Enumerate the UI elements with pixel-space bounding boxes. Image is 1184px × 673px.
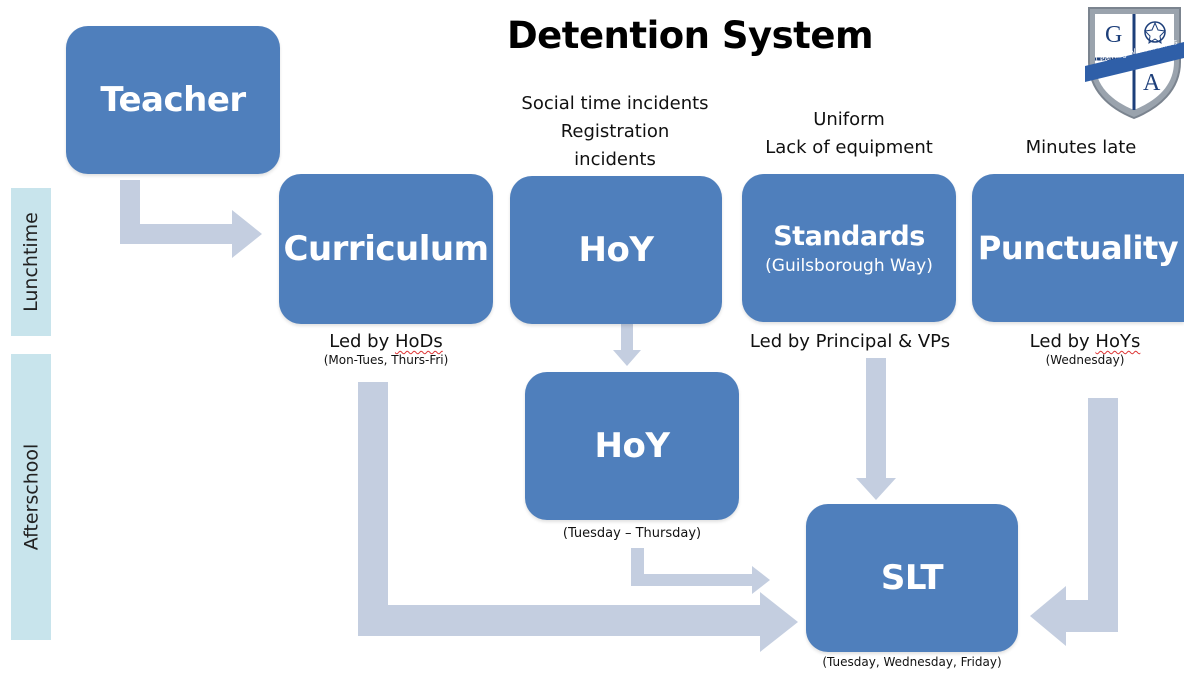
- slt-note: (Tuesday, Wednesday, Friday): [790, 655, 1034, 669]
- lunchtime-band: Lunchtime: [11, 188, 51, 336]
- curriculum-led-prefix: Led by: [329, 331, 395, 352]
- hoy-afterschool-label: HoY: [594, 426, 670, 466]
- arrow-standards-to-slt: [856, 358, 896, 500]
- punctuality-led-prefix: Led by: [1029, 331, 1096, 352]
- teacher-label: Teacher: [100, 80, 246, 120]
- standards-label: Standards: [773, 220, 925, 252]
- standards-led: Led by Principal & VPs: [749, 331, 951, 352]
- punctuality-category-line: Minutes late: [1025, 137, 1137, 158]
- punctuality-days: (Wednesday): [1045, 353, 1125, 367]
- curriculum-note: Led by HoDs (Mon-Tues, Thurs-Fri): [284, 331, 488, 367]
- slt-label: SLT: [880, 558, 944, 598]
- curriculum-days: (Mon-Tues, Thurs-Fri): [323, 353, 449, 367]
- standards-sublabel: (Guilsborough Way): [765, 255, 933, 276]
- logo-letter-a: A: [1143, 70, 1161, 96]
- hoy-afterschool-box: HoY: [525, 372, 739, 520]
- punctuality-label: Punctuality: [977, 229, 1179, 267]
- slt-box: SLT: [806, 504, 1018, 652]
- arrow-punctuality-to-slt: [1030, 398, 1118, 646]
- slt-days: (Tuesday, Wednesday, Friday): [822, 655, 1002, 669]
- standards-category-line: Lack of equipment: [765, 137, 933, 158]
- standards-note: Led by Principal & VPs: [732, 331, 968, 352]
- arrow-curriculum-to-slt: [358, 382, 798, 652]
- arrow-teacher-to-curriculum: [120, 180, 262, 258]
- hoy-category-line: Registration: [560, 121, 670, 142]
- standards-category-line: Uniform: [813, 109, 885, 130]
- hoy-afterschool-days: (Tuesday – Thursday): [562, 526, 702, 541]
- page-title: Detention System: [506, 14, 874, 57]
- punctuality-box: Punctuality: [972, 174, 1184, 322]
- logo-letter-g: G: [1105, 22, 1122, 48]
- afterschool-band: Afterschool: [11, 354, 51, 640]
- arrow-hoy-down: [613, 324, 641, 366]
- hoy-lunchtime-box: HoY: [510, 176, 722, 324]
- curriculum-box: Curriculum: [279, 174, 493, 324]
- hoy-lunchtime-label: HoY: [578, 230, 654, 270]
- punctuality-led-role: HoYs: [1095, 331, 1141, 352]
- hoy-afterschool-note: (Tuesday – Thursday): [525, 525, 739, 541]
- standards-categories: Uniform Lack of equipment: [742, 106, 956, 162]
- hoy-category-line: incidents: [574, 149, 656, 170]
- punctuality-note: Led by HoYs (Wednesday): [990, 331, 1180, 367]
- school-crest-logo: Learning Without Limits G A: [1085, 7, 1184, 120]
- hoy-category-line: Social time incidents: [521, 93, 709, 114]
- standards-box: Standards (Guilsborough Way): [742, 174, 956, 322]
- hoy-categories: Social time incidents Registration incid…: [505, 90, 725, 174]
- teacher-box: Teacher: [66, 26, 280, 174]
- curriculum-label: Curriculum: [283, 229, 490, 269]
- punctuality-categories: Minutes late: [978, 134, 1184, 162]
- curriculum-led-role: HoDs: [394, 331, 443, 352]
- arrow-hoy-to-slt: [631, 548, 770, 594]
